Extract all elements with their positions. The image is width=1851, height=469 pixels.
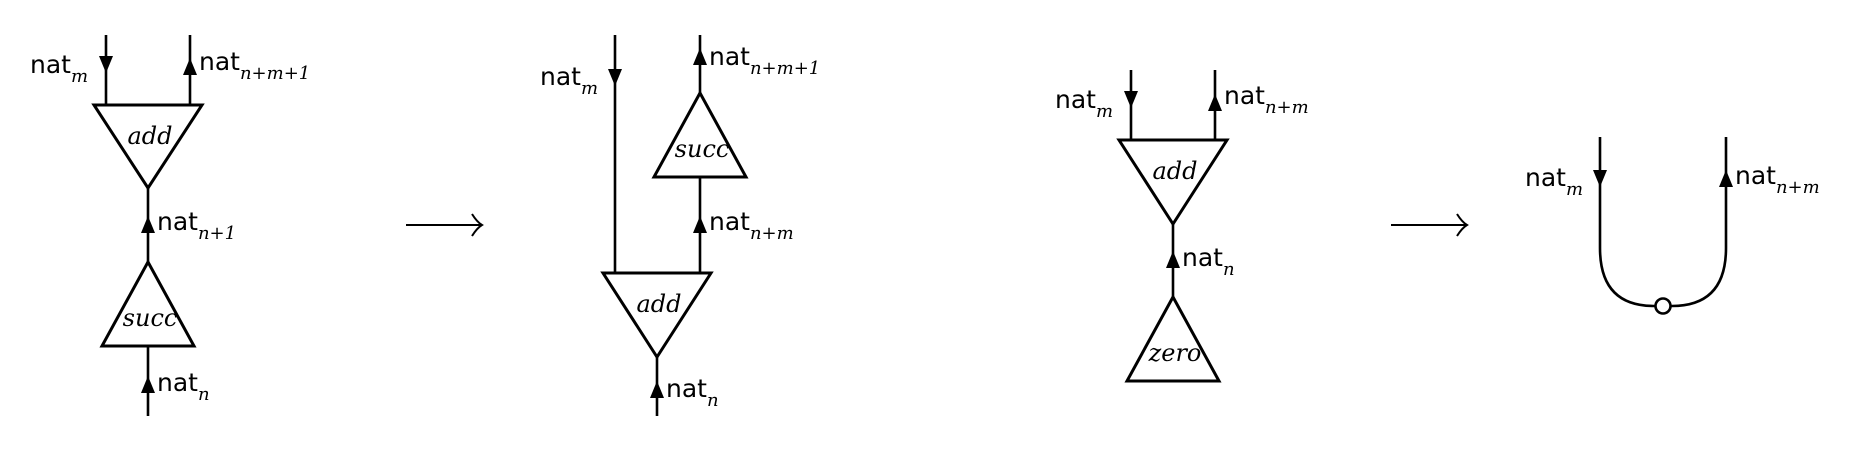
label-nat-n-plus-m: natn+m [709, 207, 794, 244]
add-node [91, 103, 205, 191]
label-base: nat [199, 47, 240, 76]
add-node-label: add [1152, 157, 1197, 185]
label-subscript: m [1566, 179, 1583, 200]
up-arrowhead [1719, 170, 1733, 187]
label-subscript: m [581, 78, 598, 99]
label-base: nat [540, 62, 581, 91]
add-node-label: add [636, 290, 681, 318]
label-base: nat [157, 207, 198, 236]
label-nat-n-plus-1: natn+1 [157, 207, 236, 244]
cup-node [1654, 297, 1672, 315]
label-nat-n: natn [1182, 243, 1235, 280]
add-node [1116, 138, 1230, 227]
label-base: nat [1525, 163, 1566, 192]
up-arrowhead [1208, 94, 1222, 111]
down-arrowhead [608, 69, 622, 86]
label-base: nat [1735, 161, 1776, 190]
succ-node [99, 258, 197, 348]
label-nat-n-m-1: natn+m+1 [199, 47, 310, 84]
label-subscript: n+m+1 [240, 63, 310, 84]
zero-node [1124, 293, 1222, 383]
rewrite-arrow-head [471, 213, 484, 237]
label-subscript: n [198, 384, 210, 405]
rule2-rhs: natm natn+m [1525, 137, 1820, 315]
label-nat-m: natm [1525, 163, 1583, 200]
up-arrowhead [183, 58, 197, 75]
label-base: nat [30, 50, 71, 79]
up-arrowhead [693, 48, 707, 65]
label-subscript: n+m [1265, 97, 1309, 118]
label-nat-n-m-1: natn+m+1 [709, 42, 820, 79]
wire-right-cup [1668, 137, 1728, 308]
label-base: nat [1055, 85, 1096, 114]
up-arrowhead [1166, 251, 1180, 268]
label-nat-n: natn [157, 368, 210, 405]
label-base: nat [1182, 243, 1223, 272]
rewrite-arrow [406, 213, 484, 237]
rule1-rhs: succ add natm natn+m+1 natn+m natn [540, 35, 820, 416]
down-arrowhead [1124, 91, 1138, 108]
down-arrowhead [1593, 170, 1607, 187]
label-base: nat [157, 368, 198, 397]
label-nat-m: natm [1055, 85, 1113, 122]
rewrite-arrow [1391, 213, 1469, 237]
wire-left-cup [1598, 137, 1658, 308]
add-node [600, 271, 714, 360]
up-arrowhead [141, 216, 155, 233]
label-base: nat [666, 374, 707, 403]
add-node-label: add [127, 122, 172, 150]
label-subscript: n+m [1776, 177, 1820, 198]
label-subscript: n [1223, 259, 1235, 280]
label-subscript: m [1096, 101, 1113, 122]
up-arrowhead [650, 381, 664, 398]
zero-node-label: zero [1148, 339, 1202, 367]
label-subscript: n+1 [198, 223, 236, 244]
label-base: nat [1224, 81, 1265, 110]
label-subscript: n+m [750, 223, 794, 244]
rule1-lhs: add succ natm natn+m+1 natn+1 natn [30, 35, 310, 416]
succ-node-label: succ [123, 304, 178, 332]
rewrite-arrow-head [1456, 213, 1469, 237]
label-subscript: n+m+1 [750, 58, 820, 79]
up-arrowhead [141, 376, 155, 393]
label-subscript: n [707, 390, 719, 411]
down-arrowhead [99, 56, 113, 73]
label-base: nat [709, 42, 750, 71]
up-arrowhead [693, 216, 707, 233]
label-nat-m: natm [540, 62, 598, 99]
label-subscript: m [71, 66, 88, 87]
label-nat-m: natm [30, 50, 88, 87]
succ-node-label: succ [675, 135, 730, 163]
label-nat-n: natn [666, 374, 719, 411]
label-base: nat [709, 207, 750, 236]
label-nat-n-plus-m: natn+m [1224, 81, 1309, 118]
label-nat-n-plus-m: natn+m [1735, 161, 1820, 198]
rule2-lhs: add zero natm natn+m natn [1055, 70, 1309, 383]
succ-node [651, 89, 749, 179]
